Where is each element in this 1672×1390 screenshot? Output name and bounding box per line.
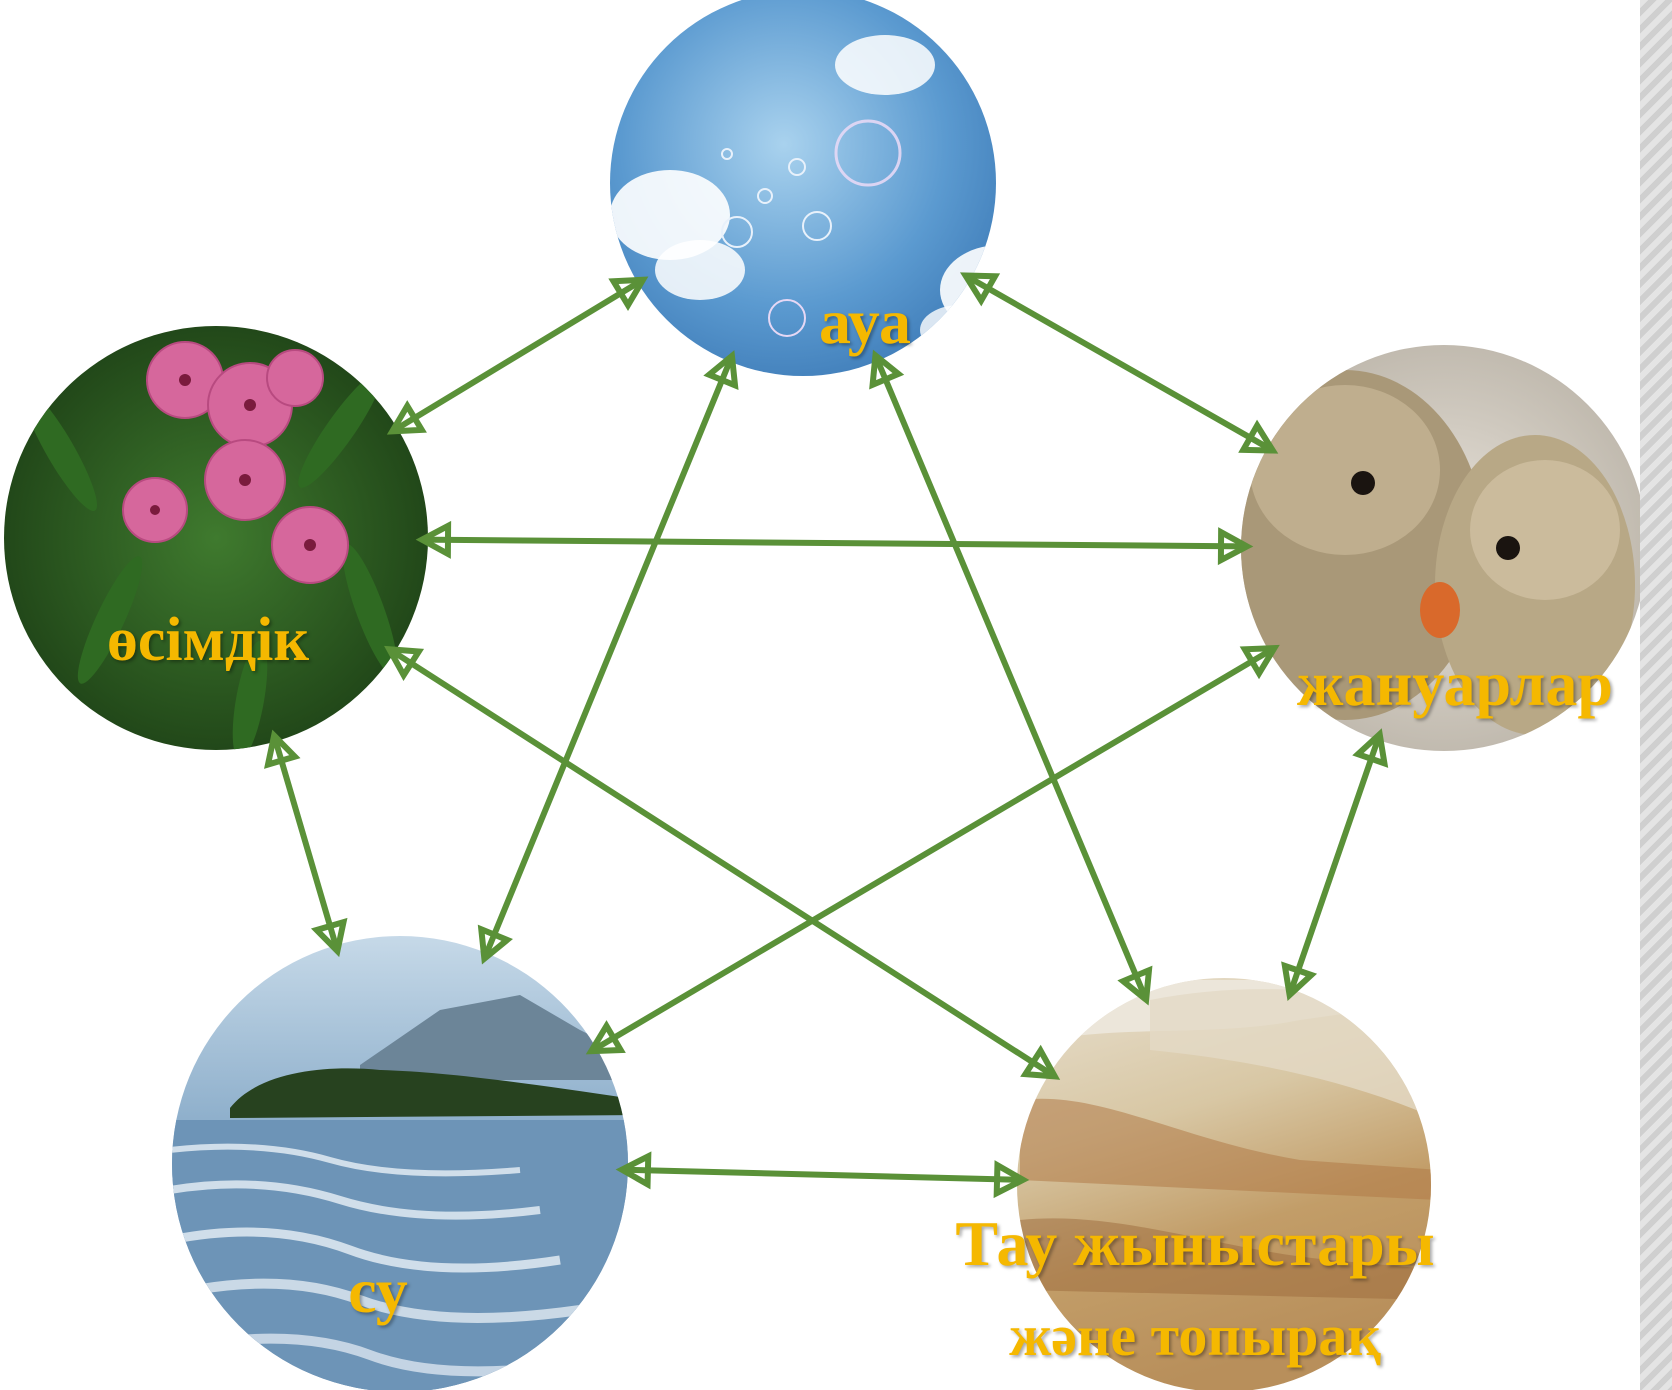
water-node: [172, 936, 628, 1390]
rocks-label-line-2: және топырақ: [1009, 1303, 1381, 1368]
lake-image: [172, 995, 628, 1390]
arrow-air-animals: [960, 272, 1279, 454]
arrow-plants-animals: [415, 520, 1254, 566]
arrow-animals-rocks: [1281, 728, 1389, 1001]
air-node: [610, 0, 996, 376]
arrow-animals-water: [585, 644, 1280, 1055]
flowers-image: [22, 341, 398, 750]
plants-label: өсімдік: [107, 606, 310, 674]
plants-node: [4, 326, 428, 750]
sky-image: [610, 35, 996, 355]
prairie-dogs-image: [1241, 370, 1635, 735]
animals-node: [1241, 345, 1640, 751]
arrows-layer: [264, 272, 1389, 1199]
arrow-plants-water: [264, 729, 348, 958]
water-label: су: [348, 1255, 408, 1326]
air-label: ауа: [819, 286, 911, 357]
arrow-plants-air: [386, 276, 649, 435]
slide-side-strip: [1640, 0, 1672, 1390]
arrow-plants-rocks: [384, 645, 1061, 1080]
arrow-air-rocks: [869, 349, 1153, 1006]
arrow-water-air: [477, 350, 739, 965]
rocks-label-line-1: Тау жыныстары: [955, 1208, 1434, 1279]
animals-label: жануарлар: [1297, 648, 1613, 719]
arrow-water-rocks: [615, 1151, 1030, 1199]
